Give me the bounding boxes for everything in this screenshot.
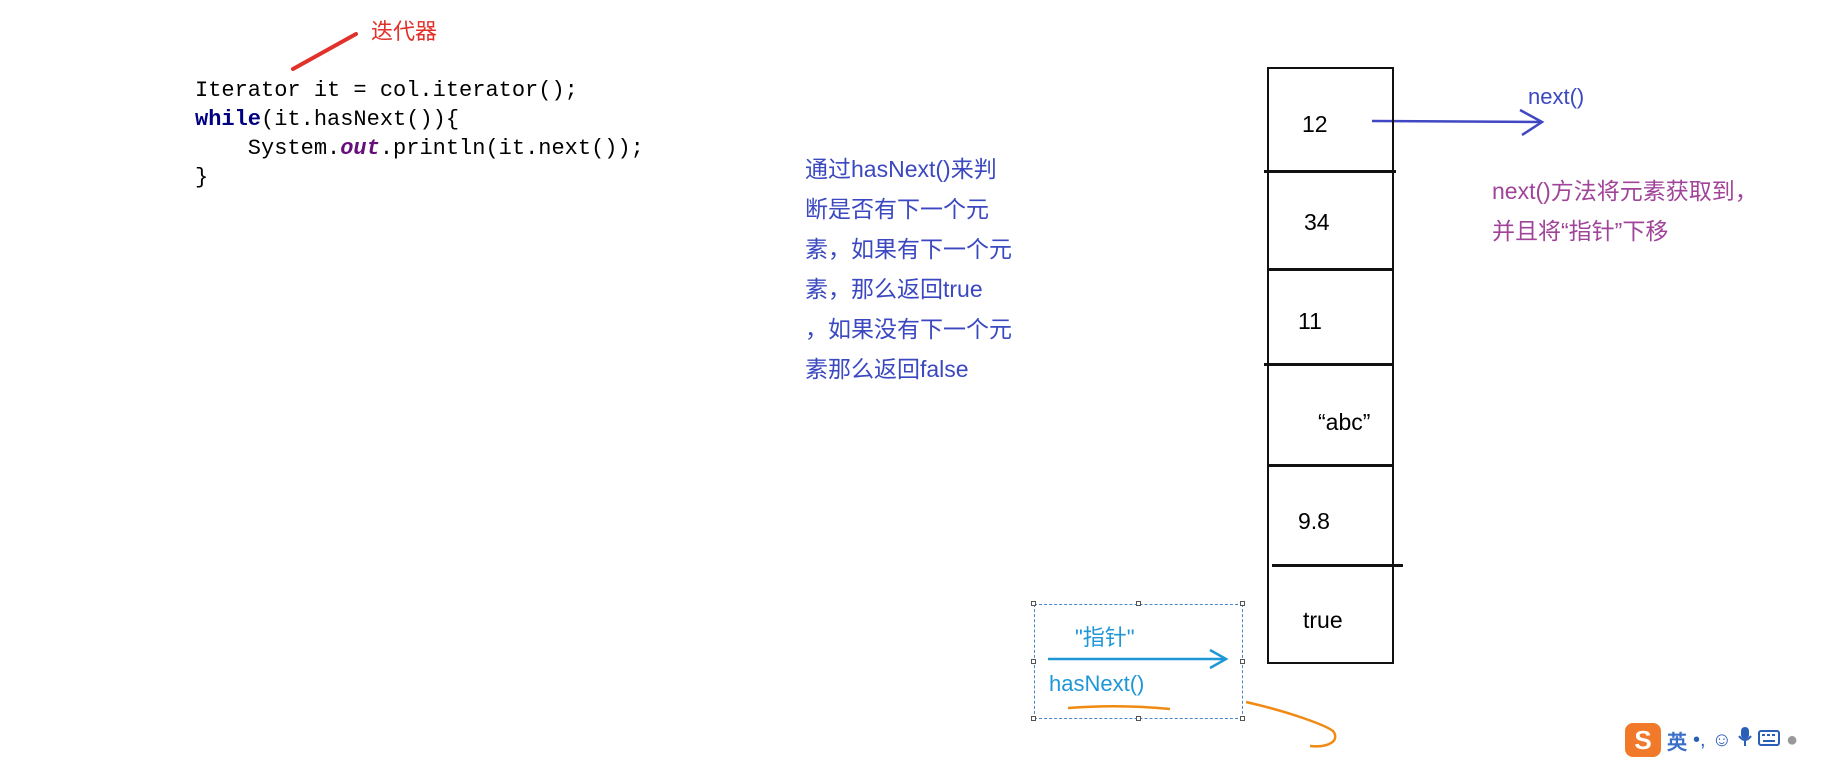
iterator-annotation-stroke (291, 32, 358, 71)
stack-value: 9.8 (1298, 508, 1330, 534)
code-line-3-b: .println(it.next()); (379, 136, 644, 161)
resize-handle[interactable] (1240, 601, 1245, 606)
explanation-line: 通过hasNext()来判 (805, 156, 997, 182)
code-line-4: } (195, 165, 209, 190)
cell-divider (1267, 268, 1394, 271)
resize-handle[interactable] (1136, 601, 1141, 606)
collection-stack (1267, 67, 1394, 664)
next-arrowhead (1519, 108, 1545, 137)
punctuation-icon[interactable]: •, (1693, 728, 1706, 751)
resize-handle[interactable] (1240, 716, 1245, 721)
next-explanation-line: next()方法将元素获取到， (1492, 178, 1758, 204)
stack-value: 12 (1302, 111, 1328, 137)
emoji-icon[interactable]: ☺ (1711, 728, 1732, 751)
resize-handle[interactable] (1031, 659, 1036, 664)
code-block: Iterator it = col.iterator();while(it.ha… (195, 76, 644, 192)
explanation-line: ，如果没有下一个元 (805, 316, 1012, 342)
ime-toolbar[interactable]: S 英 •, ☺ ● (1625, 722, 1798, 758)
explanation-line: 素，如果有下一个元 (805, 236, 1012, 262)
explanation-line: 素那么返回false (805, 356, 969, 382)
sogou-logo-icon[interactable]: S (1625, 723, 1661, 757)
language-toggle[interactable]: 英 (1667, 731, 1687, 754)
stack-value: 11 (1298, 308, 1322, 334)
resize-handle[interactable] (1031, 716, 1036, 721)
code-line-2-rest: (it.hasNext()){ (261, 107, 460, 132)
cell-divider (1272, 564, 1403, 567)
stack-value: 34 (1304, 209, 1330, 235)
next-explanation-line: 并且将“指针”下移 (1492, 218, 1669, 244)
resize-handle[interactable] (1031, 601, 1036, 606)
resize-handle[interactable] (1136, 716, 1141, 721)
code-line-2: while(it.hasNext()){ (195, 105, 644, 134)
pointer-label: "指针" (1075, 625, 1135, 650)
stack-value: true (1303, 607, 1343, 633)
pointer-method: hasNext() (1049, 671, 1145, 696)
explanation-line: 断是否有下一个元 (805, 196, 989, 222)
cell-divider (1264, 363, 1394, 366)
keyboard-icon[interactable] (1757, 729, 1780, 752)
cell-divider (1264, 170, 1396, 173)
orange-curl (1245, 700, 1337, 748)
microphone-icon[interactable] (1738, 727, 1752, 753)
cell-divider (1267, 464, 1394, 467)
resize-handle[interactable] (1240, 659, 1245, 664)
code-line-1: Iterator it = col.iterator(); (195, 78, 578, 103)
next-explanation: next()方法将元素获取到， 并且将“指针”下移 (1492, 171, 1758, 251)
next-arrow (1371, 119, 1541, 124)
hasnext-explanation: 通过hasNext()来判 断是否有下一个元 素，如果有下一个元 素，那么返回t… (805, 149, 1012, 389)
next-label: next() (1528, 84, 1585, 109)
while-keyword: while (195, 107, 262, 132)
explanation-line: 素，那么返回true (805, 276, 983, 302)
hasnext-underline (1067, 704, 1171, 711)
user-icon[interactable]: ● (1785, 728, 1799, 751)
pointer-selection-box[interactable] (1034, 604, 1243, 719)
stack-value: “abc” (1318, 409, 1371, 435)
out-field: out (340, 136, 380, 161)
iterator-label: 迭代器 (371, 19, 438, 44)
code-line-3-a: System. (195, 136, 341, 161)
pointer-arrowhead (1209, 648, 1229, 670)
code-line-3: System.out.println(it.next()); (195, 134, 644, 163)
